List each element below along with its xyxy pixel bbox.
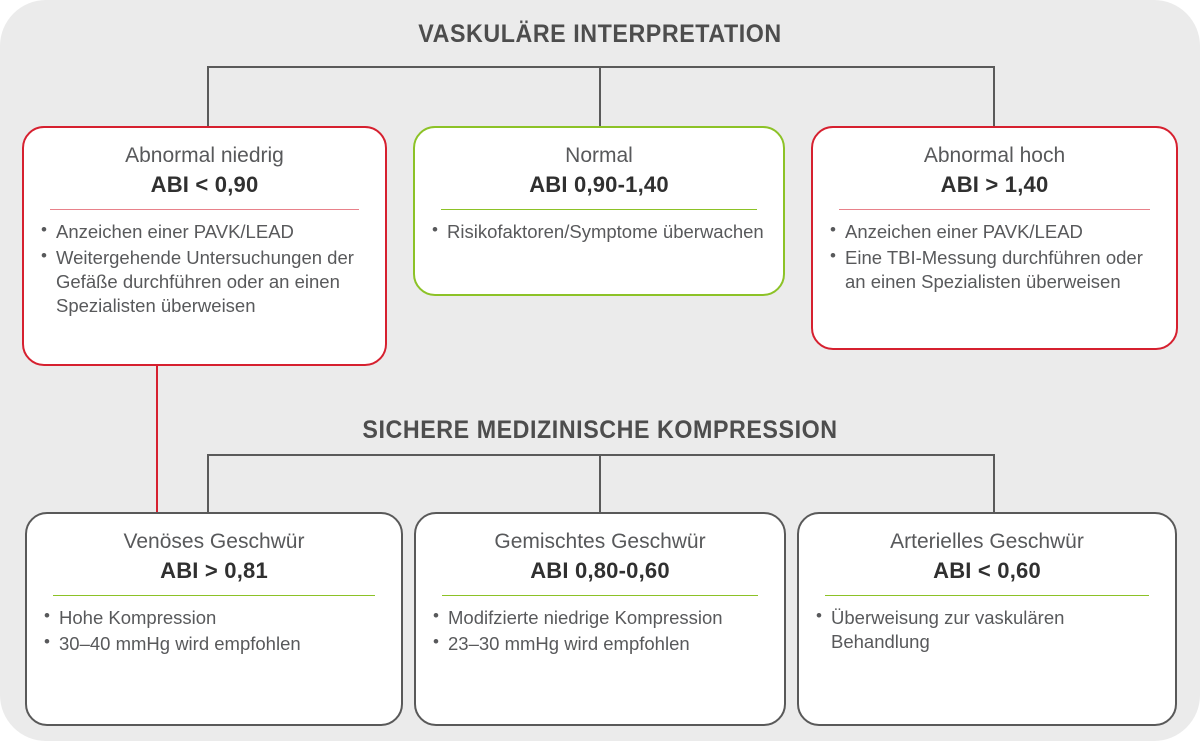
card-arterial-ulcer[interactable]: Arterielles Geschwür ABI < 0,60 Überweis… (797, 512, 1177, 726)
card-venous-ulcer-value: ABI > 0,81 (160, 557, 268, 583)
card-normal-divider (441, 208, 757, 211)
card-normal[interactable]: Normal ABI 0,90-1,40 Risikofaktoren/Symp… (413, 126, 785, 296)
connector-vertical-bottom-center (599, 454, 601, 514)
card-normal-bullets: Risikofaktoren/Symptome überwachen (431, 219, 767, 244)
section-title-compression: SICHERE MEDIZINISCHE KOMPRESSION (362, 416, 838, 444)
connector-vertical-bottom-right (993, 454, 995, 514)
list-item: Risikofaktoren/Symptome überwachen (431, 219, 767, 244)
card-mixed-ulcer-heading: Gemischtes Geschwür (494, 530, 706, 553)
card-abnormal-low-divider (49, 208, 360, 211)
connector-horizontal-bottom (207, 454, 994, 456)
list-item: Modifzierte niedrige Kompression (432, 605, 768, 630)
card-abnormal-high-divider (838, 208, 1151, 211)
connector-vertical-top-center (599, 66, 601, 128)
card-venous-ulcer-heading: Venöses Geschwür (123, 530, 305, 553)
list-item: Eine TBI-Messung durchführen oder an ein… (829, 245, 1160, 294)
card-venous-ulcer[interactable]: Venöses Geschwür ABI > 0,81 Hohe Kompres… (25, 512, 403, 726)
card-abnormal-low-heading: Abnormal niedrig (125, 144, 284, 167)
card-mixed-ulcer-value: ABI 0,80-0,60 (530, 557, 670, 583)
card-arterial-ulcer-bullets: Überweisung zur vaskulären Behandlung (815, 605, 1159, 654)
connector-vertical-bottom-left (207, 454, 209, 514)
card-abnormal-low-value: ABI < 0,90 (150, 171, 259, 197)
card-mixed-ulcer-divider (442, 594, 758, 597)
section-title-vascular: VASKULÄRE INTERPRETATION (418, 20, 782, 48)
connector-red-low-to-venous (156, 366, 158, 514)
list-item: 23–30 mmHg wird empfohlen (432, 631, 768, 656)
card-abnormal-low-bullets: Anzeichen einer PAVK/LEAD Weitergehende … (40, 219, 369, 318)
card-abnormal-high-bullets: Anzeichen einer PAVK/LEAD Eine TBI-Messu… (829, 219, 1160, 294)
card-venous-ulcer-divider (53, 594, 375, 597)
card-normal-value: ABI 0,90-1,40 (529, 171, 669, 197)
card-abnormal-high[interactable]: Abnormal hoch ABI > 1,40 Anzeichen einer… (811, 126, 1178, 350)
card-abnormal-high-heading: Abnormal hoch (923, 144, 1066, 167)
card-venous-ulcer-bullets: Hohe Kompression 30–40 mmHg wird empfohl… (43, 605, 385, 656)
card-abnormal-low[interactable]: Abnormal niedrig ABI < 0,90 Anzeichen ei… (22, 126, 387, 366)
list-item: Anzeichen einer PAVK/LEAD (40, 219, 369, 244)
card-arterial-ulcer-value: ABI < 0,60 (933, 557, 1041, 583)
card-abnormal-high-value: ABI > 1,40 (940, 171, 1049, 197)
connector-vertical-top-left (207, 66, 209, 128)
list-item: Weitergehende Untersuchungen der Gefäße … (40, 245, 369, 318)
list-item: Anzeichen einer PAVK/LEAD (829, 219, 1160, 244)
card-arterial-ulcer-divider (825, 594, 1149, 597)
card-normal-heading: Normal (565, 144, 633, 167)
card-arterial-ulcer-heading: Arterielles Geschwür (890, 530, 1084, 553)
card-mixed-ulcer-bullets: Modifzierte niedrige Kompression 23–30 m… (432, 605, 768, 656)
list-item: 30–40 mmHg wird empfohlen (43, 631, 385, 656)
card-mixed-ulcer[interactable]: Gemischtes Geschwür ABI 0,80-0,60 Modifz… (414, 512, 786, 726)
connector-horizontal-top (207, 66, 994, 68)
connector-vertical-top-right (993, 66, 995, 128)
list-item: Überweisung zur vaskulären Behandlung (815, 605, 1159, 654)
list-item: Hohe Kompression (43, 605, 385, 630)
